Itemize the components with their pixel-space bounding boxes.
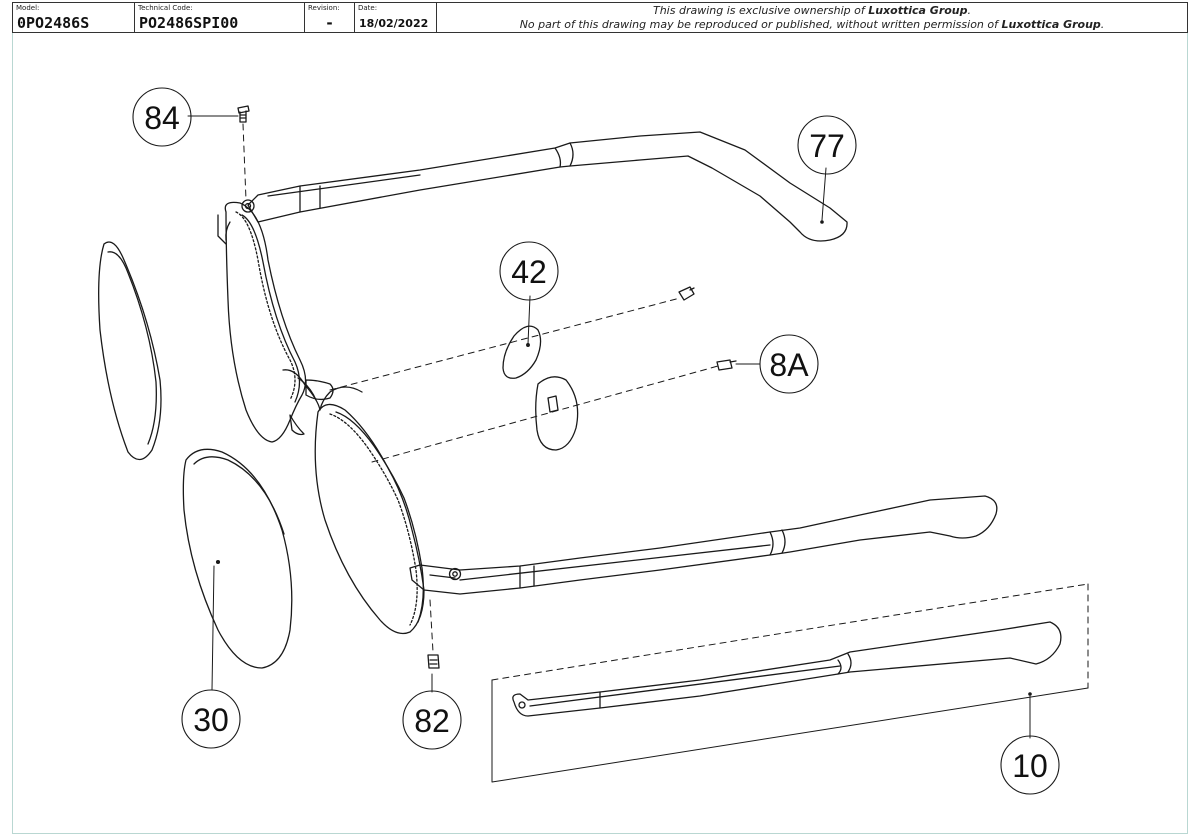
lenses <box>98 241 293 669</box>
date-label: Date: <box>358 4 378 12</box>
callout-77: 77 <box>797 115 857 175</box>
technical-code-value: PO2486SPI00 <box>139 14 239 32</box>
front-temple <box>409 495 998 595</box>
screws <box>237 105 737 669</box>
callout-30-label: 30 <box>193 702 229 738</box>
ownership-notice: This drawing is exclusive ownership of L… <box>437 3 1187 32</box>
callout-10: 10 <box>1000 735 1060 795</box>
callout-77-label: 77 <box>809 128 845 164</box>
notice-line-2-end: . <box>1100 18 1105 31</box>
callout-82-label: 82 <box>414 703 450 739</box>
notice-line-1-text: This drawing is exclusive ownership of <box>652 4 869 17</box>
callout-30: 30 <box>181 689 241 749</box>
model-cell: Model: 0PO2486S <box>13 3 135 32</box>
technical-code-label: Technical Code: <box>138 4 193 12</box>
revision-cell: Revision: - <box>305 3 355 32</box>
title-block: Model: 0PO2486S Technical Code: PO2486SP… <box>12 2 1188 33</box>
nose-pads <box>502 325 579 451</box>
callout-82: 82 <box>402 690 462 750</box>
notice-line-2-owner: Luxottica Group <box>1001 18 1101 31</box>
back-temple <box>241 131 848 242</box>
date-cell: Date: 18/02/2022 <box>355 3 437 32</box>
notice-line-1-owner: Luxottica Group <box>868 4 968 17</box>
front-rim <box>314 403 425 635</box>
model-label: Model: <box>16 4 40 12</box>
callout-8a-label: 8A <box>769 347 809 383</box>
callout-42-label: 42 <box>511 254 547 290</box>
callout-10-label: 10 <box>1012 748 1048 784</box>
notice-line-2-text: No part of this drawing may be reproduce… <box>519 18 1002 31</box>
notice-line-1: This drawing is exclusive ownership of L… <box>437 4 1187 18</box>
callout-leaders <box>187 115 1032 739</box>
callout-84: 84 <box>132 87 192 147</box>
back-rim <box>217 201 307 443</box>
temple-assembly-box <box>491 621 1089 783</box>
callout-84-label: 84 <box>144 100 180 136</box>
callout-42: 42 <box>499 241 559 301</box>
revision-label: Revision: <box>308 4 340 12</box>
notice-line-1-end: . <box>967 4 972 17</box>
notice-line-2: No part of this drawing may be reproduce… <box>437 18 1187 32</box>
technical-code-cell: Technical Code: PO2486SPI00 <box>135 3 305 32</box>
revision-value: - <box>325 14 335 32</box>
assembly-lines <box>242 123 1089 689</box>
callout-8a: 8A <box>759 334 819 394</box>
model-value: 0PO2486S <box>17 14 90 32</box>
date-value: 18/02/2022 <box>359 17 429 30</box>
